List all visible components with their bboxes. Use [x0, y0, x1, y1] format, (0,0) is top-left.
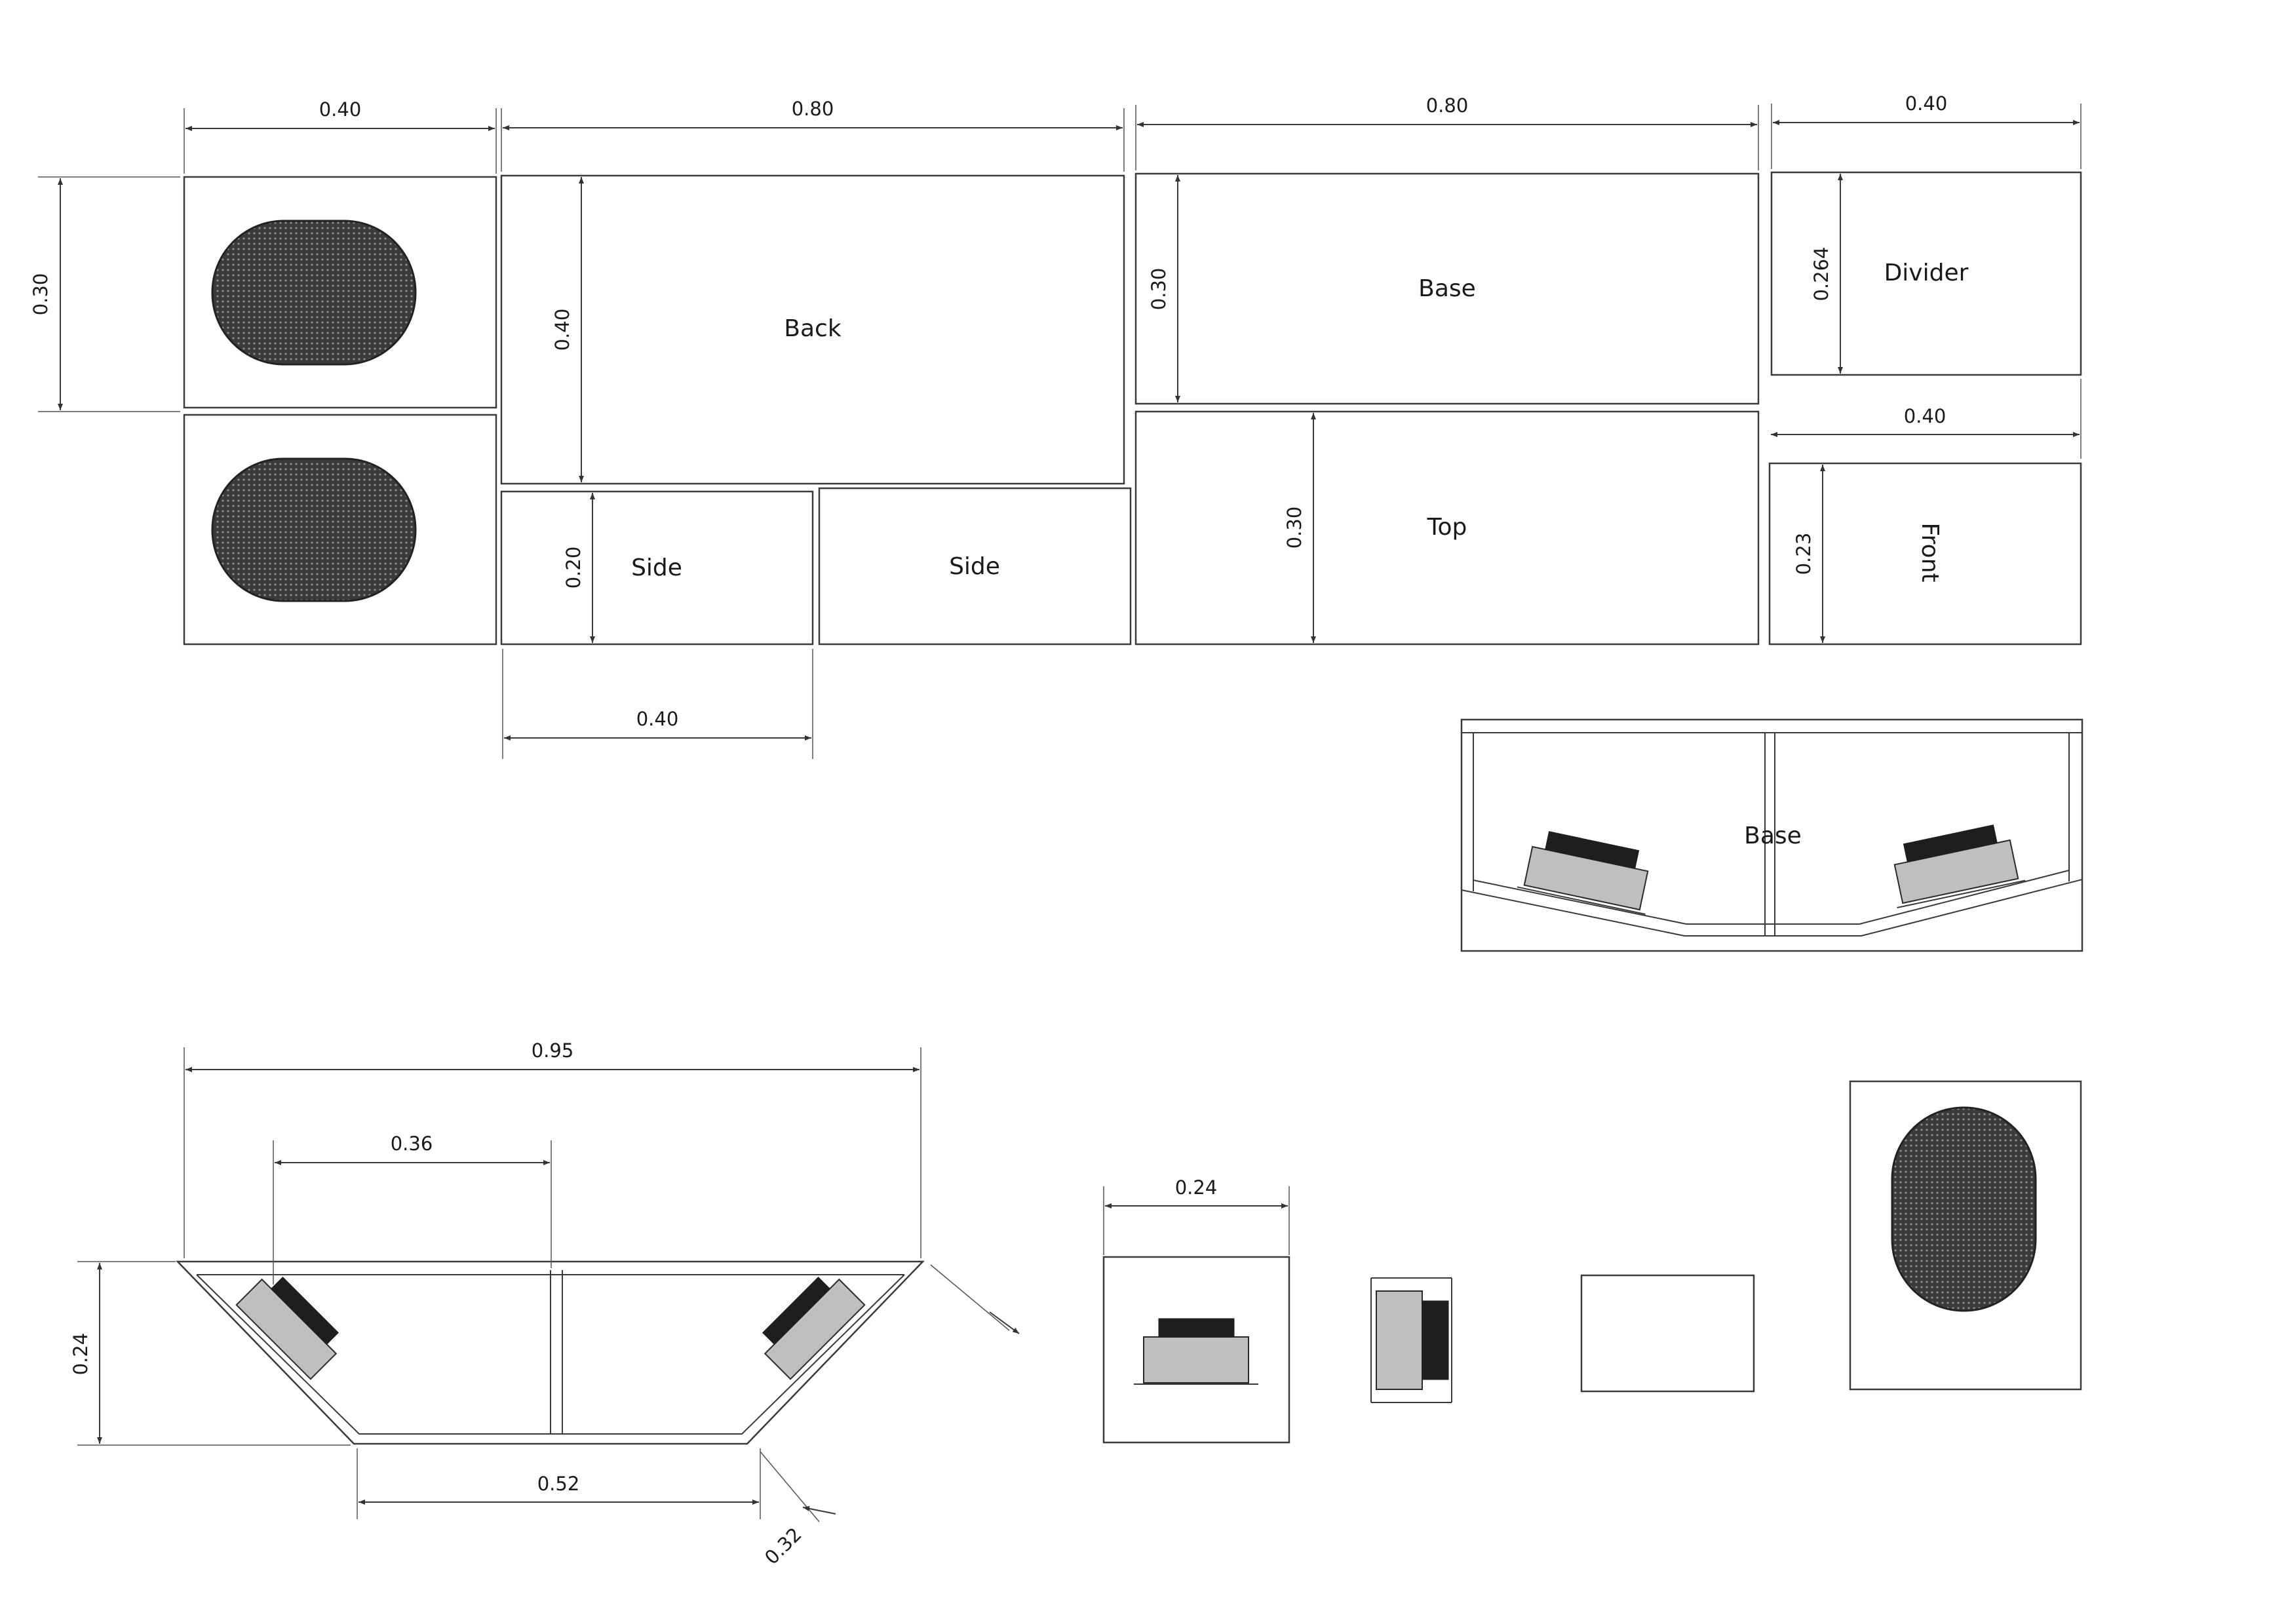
svg-text:0.40: 0.40 — [636, 708, 679, 730]
svg-text:0.80: 0.80 — [792, 98, 834, 120]
dimension-plan-driver-spacing: 0.36 — [273, 1132, 552, 1285]
side-label: Side — [631, 554, 682, 581]
dimension-front-width: 0.40 — [1771, 379, 2082, 459]
base-label: Base — [1418, 275, 1476, 302]
svg-text:0.20: 0.20 — [562, 547, 585, 589]
grille-icon — [211, 457, 417, 602]
svg-text:0.40: 0.40 — [319, 98, 362, 121]
dimension-plan-back-width: 0.52 — [357, 1448, 761, 1519]
dimension-plan-depth: 0.24 — [69, 1261, 351, 1446]
dimension-base-width: 0.80 — [1135, 94, 1759, 170]
speaker-driver-icon — [1134, 1318, 1258, 1385]
side-panels: Side Side — [500, 487, 1132, 646]
dimension-divider-width: 0.40 — [1771, 92, 2082, 169]
svg-text:0.95: 0.95 — [532, 1039, 574, 1062]
dimension-divider-height: 0.264 — [1810, 174, 1843, 374]
svg-text:0.264: 0.264 — [1810, 246, 1832, 301]
dimension-front-baffle-height: 0.30 — [29, 176, 180, 412]
back-label: Back — [784, 315, 842, 342]
svg-text:0.40: 0.40 — [1905, 92, 1948, 115]
side-view-driver-box: 0.24 — [1102, 1176, 1290, 1444]
speaker-driver-icon — [1893, 824, 2026, 909]
dimension-front-height: 0.23 — [1792, 465, 1825, 643]
speaker-driver-icon — [1517, 831, 1649, 916]
grille-icon — [1891, 1106, 2037, 1312]
dimension-back-height: 0.40 — [551, 177, 584, 482]
front-label: Front — [1916, 522, 1943, 582]
dimension-back-width: 0.80 — [501, 98, 1125, 172]
top-label: Top — [1427, 514, 1467, 541]
speaker-driver-icon — [235, 1276, 339, 1380]
svg-text:0.24: 0.24 — [69, 1333, 92, 1376]
svg-text:0.30: 0.30 — [29, 273, 52, 316]
svg-text:0.80: 0.80 — [1426, 94, 1469, 117]
side-label: Side — [949, 553, 1000, 580]
svg-text:0.40: 0.40 — [551, 309, 573, 351]
svg-text:0.52: 0.52 — [537, 1473, 580, 1495]
svg-text:0.36: 0.36 — [391, 1132, 433, 1155]
front-panel: Front — [1768, 462, 2082, 646]
svg-text:0.30: 0.30 — [1283, 507, 1306, 549]
speaker-driver-icon — [1370, 1277, 1452, 1403]
svg-text:0.30: 0.30 — [1148, 268, 1170, 311]
dimension-top-height: 0.30 — [1283, 413, 1316, 643]
base-panel: Base — [1134, 172, 1760, 405]
svg-text:0.40: 0.40 — [1904, 405, 1947, 427]
grille-icon — [211, 220, 417, 366]
dimension-plan-total-width: 0.95 — [184, 1039, 921, 1258]
divider-panel: Divider — [1770, 171, 2082, 376]
dimension-front-baffle-width: 0.40 — [184, 98, 497, 174]
base-view-section: Base — [1460, 718, 2083, 952]
plan-view-section: 0.95 0.36 0.24 0.52 0.32 — [69, 1039, 1020, 1569]
dimension-side-height: 0.20 — [562, 493, 595, 643]
dimension-side-width: 0.40 — [502, 649, 813, 759]
grille-view — [1849, 1080, 2082, 1391]
base-view-label: Base — [1744, 822, 1802, 849]
top-panel: Top — [1134, 410, 1760, 646]
divider-label: Divider — [1884, 260, 1969, 286]
driver-profile-view — [1370, 1277, 1452, 1403]
svg-text:0.32: 0.32 — [760, 1523, 806, 1569]
front-baffle-panel — [183, 176, 497, 646]
svg-text:0.24: 0.24 — [1175, 1176, 1218, 1199]
back-panel: Back — [500, 174, 1125, 485]
speaker-driver-icon — [762, 1276, 866, 1380]
dimension-base-height: 0.30 — [1148, 175, 1180, 402]
svg-text:0.23: 0.23 — [1792, 533, 1815, 575]
blank-panel-view — [1580, 1274, 1755, 1393]
